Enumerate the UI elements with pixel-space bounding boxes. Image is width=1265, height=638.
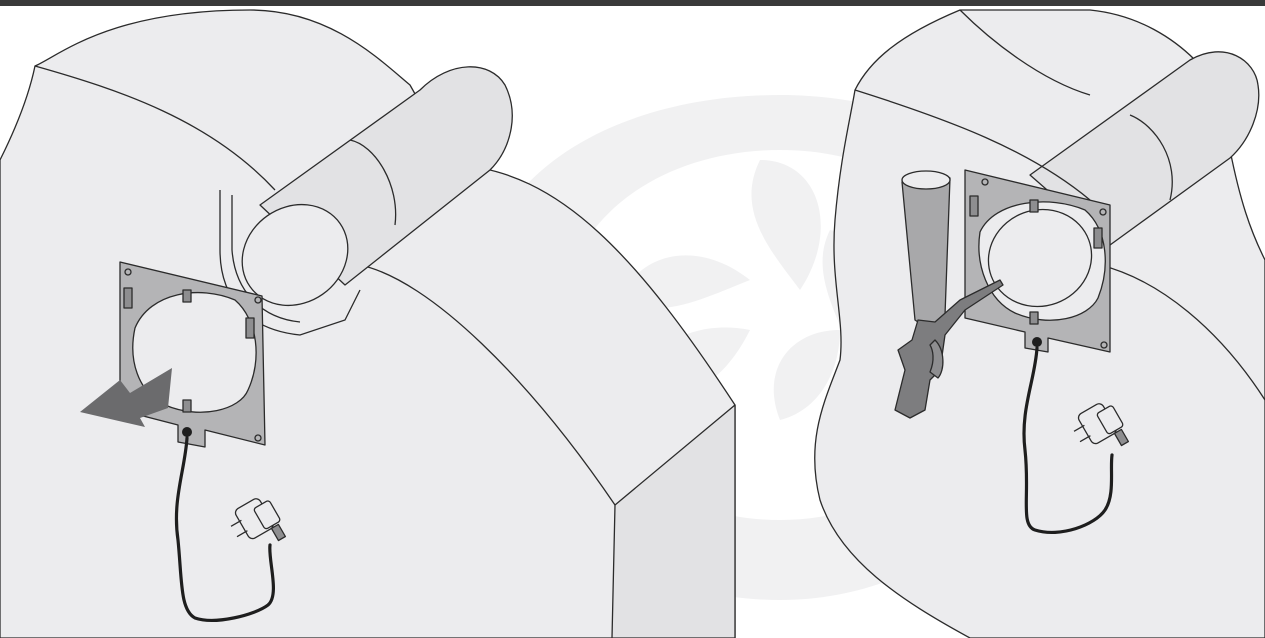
top-bar xyxy=(0,0,1265,6)
power-cable-icon xyxy=(1022,346,1114,535)
schuko-plug-icon xyxy=(1073,403,1130,447)
duct-pipe-icon xyxy=(854,9,1265,401)
foam-gun-icon xyxy=(894,170,1004,419)
right-step-panel xyxy=(814,9,1265,638)
mounting-plate-icon xyxy=(964,169,1111,353)
power-cable-icon xyxy=(174,436,276,622)
wall-side-face xyxy=(611,404,736,638)
schuko-plug-icon xyxy=(230,498,287,542)
insert-arrow-icon xyxy=(80,368,172,427)
left-step-panel xyxy=(0,9,736,638)
